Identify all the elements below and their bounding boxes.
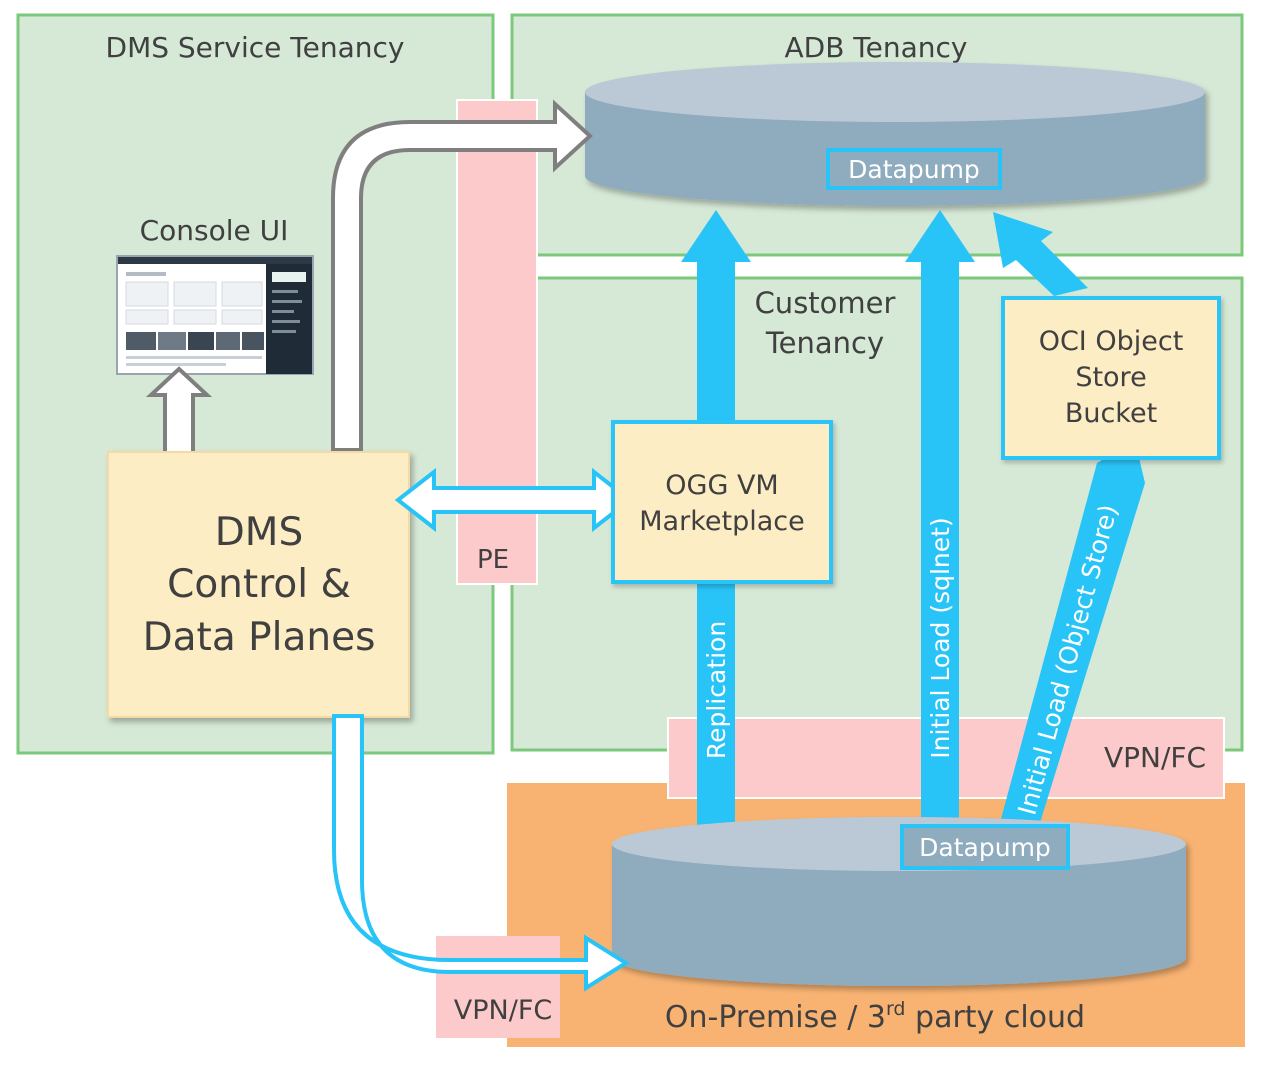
oci-object-store-box: [1001, 296, 1221, 460]
oci-box-line2: Store: [1075, 362, 1146, 393]
ogg-box-line2: Marketplace: [639, 506, 804, 537]
ogg-vm-box: [611, 420, 833, 584]
oci-box-line1: OCI Object: [1039, 326, 1184, 357]
on-premise-label: On-Premise / 3rd party cloud: [665, 998, 1085, 1035]
customer-tenancy-label-line1: Customer: [755, 286, 896, 320]
oci-box-line3: Bucket: [1065, 398, 1157, 429]
adb-tenancy-label: ADB Tenancy: [784, 31, 967, 64]
initial-load-sqlnet-label: Initial Load (sqlnet): [926, 517, 955, 758]
on-premise-database: [612, 817, 1186, 986]
pe-label: PE: [477, 545, 509, 575]
dms-to-onprem-arrow: [332, 714, 630, 992]
oci-to-adb-arrow: [993, 212, 1088, 296]
dms-service-tenancy-label: DMS Service Tenancy: [106, 31, 405, 64]
vpn-fc-bottom-label: VPN/FC: [454, 995, 552, 1026]
vpn-fc-right-label: VPN/FC: [1104, 741, 1206, 774]
customer-tenancy-label-line2: Tenancy: [765, 326, 884, 360]
dms-to-adb-arrow: [331, 99, 593, 452]
dms-control-data-planes-box: [107, 451, 410, 718]
initial-load-sqlnet-arrow: [905, 210, 975, 830]
adb-datapump-box: [826, 148, 1002, 190]
console-ui-label: Console UI: [140, 214, 289, 247]
console-ui-screenshot: [116, 255, 314, 375]
initial-load-object-store-arrow: [998, 441, 1145, 839]
onprem-datapump-label: Datapump: [919, 833, 1051, 862]
ogg-box-line1: OGG VM: [665, 470, 778, 501]
dms-box-line1: DMS: [215, 510, 303, 555]
adb-database: [585, 62, 1205, 206]
adb-datapump-label: Datapump: [848, 155, 980, 184]
replication-label: Replication: [702, 621, 731, 759]
vpn-fc-bottom-strip: [436, 936, 560, 1038]
dms-box-line2: Control &: [167, 562, 351, 607]
dms-box-line3: Data Planes: [143, 615, 376, 660]
onprem-datapump-box: [900, 824, 1070, 870]
